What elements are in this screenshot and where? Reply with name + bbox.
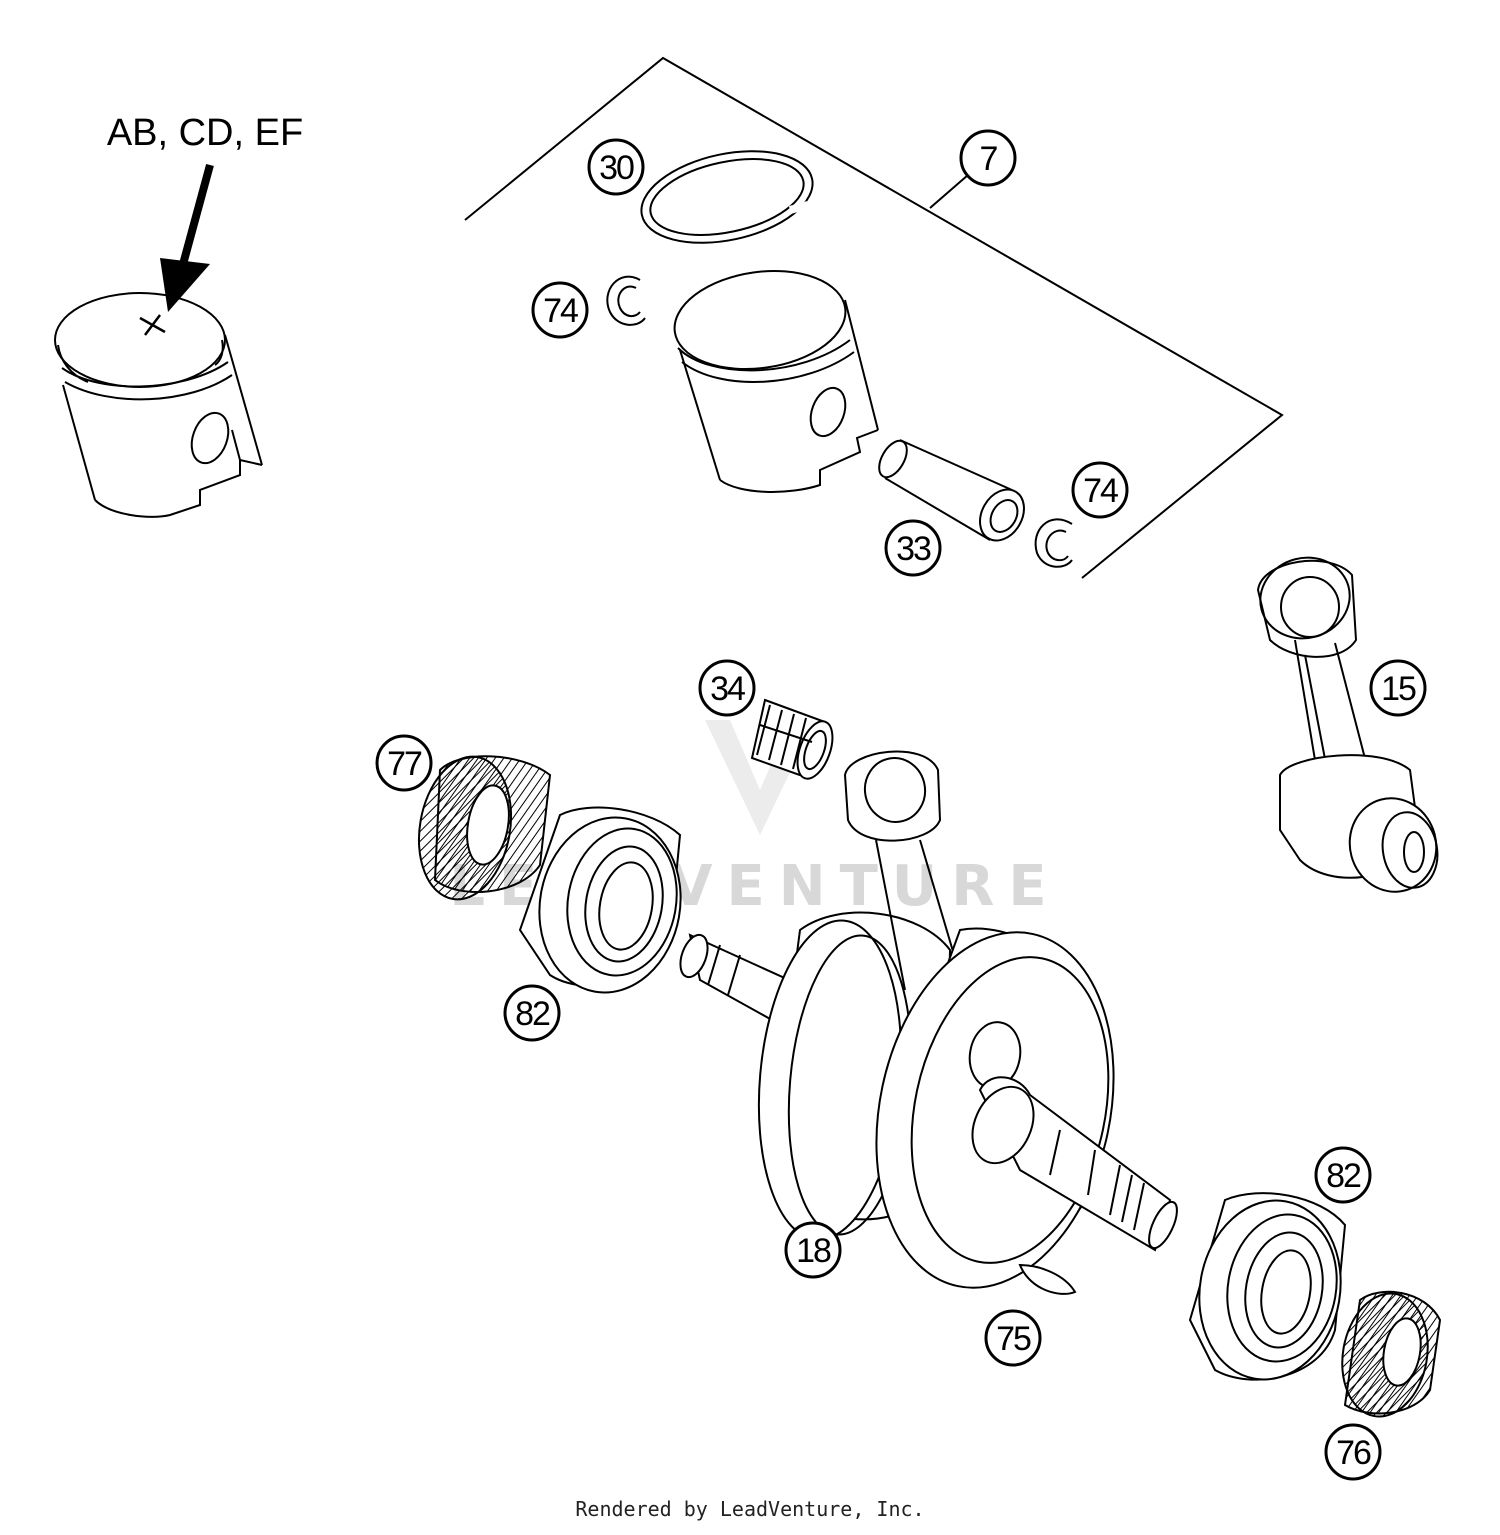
piston-pin-part bbox=[878, 439, 1025, 542]
needle-bearing-part bbox=[750, 698, 834, 780]
circlip-lower-part bbox=[1034, 518, 1073, 568]
piston-part bbox=[673, 269, 879, 493]
ball-bearing-left-part bbox=[518, 806, 682, 994]
piston-ring-part bbox=[640, 150, 814, 244]
callout-30[interactable]: 30 bbox=[587, 138, 645, 196]
callout-77[interactable]: 77 bbox=[375, 734, 433, 792]
svg-text:33: 33 bbox=[896, 530, 931, 568]
callout-82-right[interactable]: 82 bbox=[1314, 1146, 1372, 1204]
callout-76[interactable]: 76 bbox=[1324, 1423, 1382, 1481]
footer-credit: Rendered by LeadVenture, Inc. bbox=[575, 1497, 925, 1521]
svg-text:76: 76 bbox=[1336, 1434, 1371, 1472]
svg-text:7: 7 bbox=[980, 140, 998, 178]
callout-75[interactable]: 75 bbox=[984, 1309, 1042, 1367]
callout-33[interactable]: 33 bbox=[884, 519, 942, 577]
svg-text:74: 74 bbox=[1083, 472, 1118, 510]
oil-seal-right-part bbox=[1341, 1290, 1442, 1418]
callout-7[interactable]: 7 bbox=[959, 129, 1017, 187]
svg-text:15: 15 bbox=[1381, 670, 1416, 708]
callout-15[interactable]: 15 bbox=[1369, 659, 1427, 717]
svg-text:34: 34 bbox=[710, 670, 745, 708]
connecting-rod-part bbox=[1256, 556, 1439, 893]
marking-arrow-icon bbox=[139, 163, 214, 336]
circlip-upper-part bbox=[606, 275, 646, 326]
callout-74-lower[interactable]: 74 bbox=[1071, 461, 1129, 519]
callout-18[interactable]: 18 bbox=[784, 1221, 842, 1279]
crankshaft-part bbox=[679, 750, 1178, 1289]
woodruff-key-part bbox=[1018, 1263, 1077, 1295]
ball-bearing-right-part bbox=[1188, 1192, 1347, 1381]
callout-82-left[interactable]: 82 bbox=[503, 984, 561, 1042]
svg-text:74: 74 bbox=[543, 292, 578, 330]
svg-text:30: 30 bbox=[599, 149, 634, 187]
svg-text:18: 18 bbox=[796, 1232, 831, 1270]
piston-kit-bracket bbox=[464, 56, 1284, 579]
svg-text:82: 82 bbox=[1326, 1157, 1361, 1195]
marked-piston-illustration bbox=[54, 292, 263, 518]
svg-text:75: 75 bbox=[996, 1320, 1031, 1358]
svg-text:82: 82 bbox=[515, 995, 550, 1033]
svg-text:77: 77 bbox=[387, 745, 422, 783]
callout-34[interactable]: 34 bbox=[698, 659, 756, 717]
piston-marking-label: AB, CD, EF bbox=[107, 112, 303, 154]
callout-74-upper[interactable]: 74 bbox=[531, 281, 589, 339]
oil-seal-left-part bbox=[417, 755, 552, 901]
